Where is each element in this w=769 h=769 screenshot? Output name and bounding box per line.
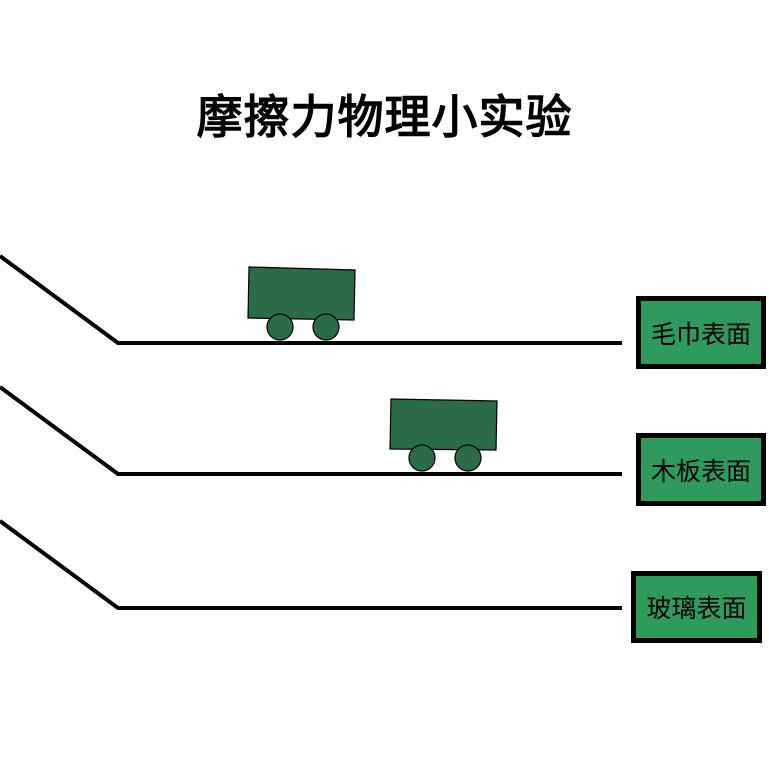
ramp-line-wood [0, 385, 622, 476]
cart-towel [247, 266, 356, 341]
ramp-line-towel [0, 254, 622, 345]
track-wood [0, 385, 622, 476]
surface-label-glass: 玻璃表面 [631, 571, 762, 643]
cart-wheel [312, 313, 340, 341]
track-glass [0, 519, 622, 610]
surface-label-wood: 木板表面 [636, 433, 766, 506]
cart-wheel [408, 444, 436, 472]
cart-body [247, 266, 356, 321]
cart-wheel [266, 313, 294, 341]
diagram-title: 摩擦力物理小实验 [196, 90, 573, 144]
cart-wheel [454, 444, 482, 472]
cart-body [389, 398, 498, 451]
track-towel [0, 254, 622, 345]
surface-label-towel: 毛巾表面 [636, 296, 766, 369]
ramp-line-glass [0, 519, 622, 610]
cart-wood [389, 398, 498, 472]
